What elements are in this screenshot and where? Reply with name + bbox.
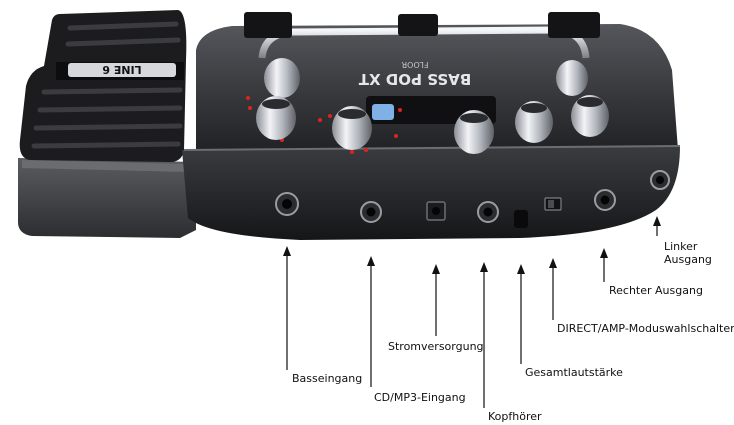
arrow-power-supply: [432, 264, 440, 336]
label-left-output-line1: Linker: [664, 240, 698, 253]
label-cd-mp3-input: CD/MP3-Eingang: [374, 391, 466, 404]
control-knobs: [256, 58, 609, 154]
arrow-direct-amp-switch: [549, 258, 557, 320]
callout-arrows: [283, 216, 661, 408]
label-left-output-line2: Ausgang: [664, 253, 712, 266]
label-right-output: Rechter Ausgang: [609, 284, 703, 297]
rear-connectors: [275, 170, 670, 228]
product-name: BASS POD XT: [358, 70, 471, 88]
main-unit: BASS POD XT FLOOR: [182, 12, 681, 240]
label-headphones: Kopfhörer: [488, 410, 542, 423]
label-bass-input: Basseingang: [292, 372, 363, 385]
arrow-right-output: [600, 248, 608, 282]
arrow-cd-mp3-input: [367, 256, 375, 387]
pedal-logo-text: LINE 6: [102, 63, 142, 76]
expression-pedal: LINE 6: [18, 10, 196, 238]
product-line: FLOOR: [401, 60, 428, 69]
arrow-master-volume: [517, 264, 525, 364]
label-direct-amp-switch: DIRECT/AMP-Moduswahlschalter: [557, 322, 734, 335]
label-power-supply: Stromversorgung: [388, 340, 484, 353]
label-master-volume: Gesamtlautstärke: [525, 366, 623, 379]
arrow-bass-input: [283, 246, 291, 370]
arrow-headphones: [480, 262, 488, 408]
arrow-left-output: [653, 216, 661, 236]
